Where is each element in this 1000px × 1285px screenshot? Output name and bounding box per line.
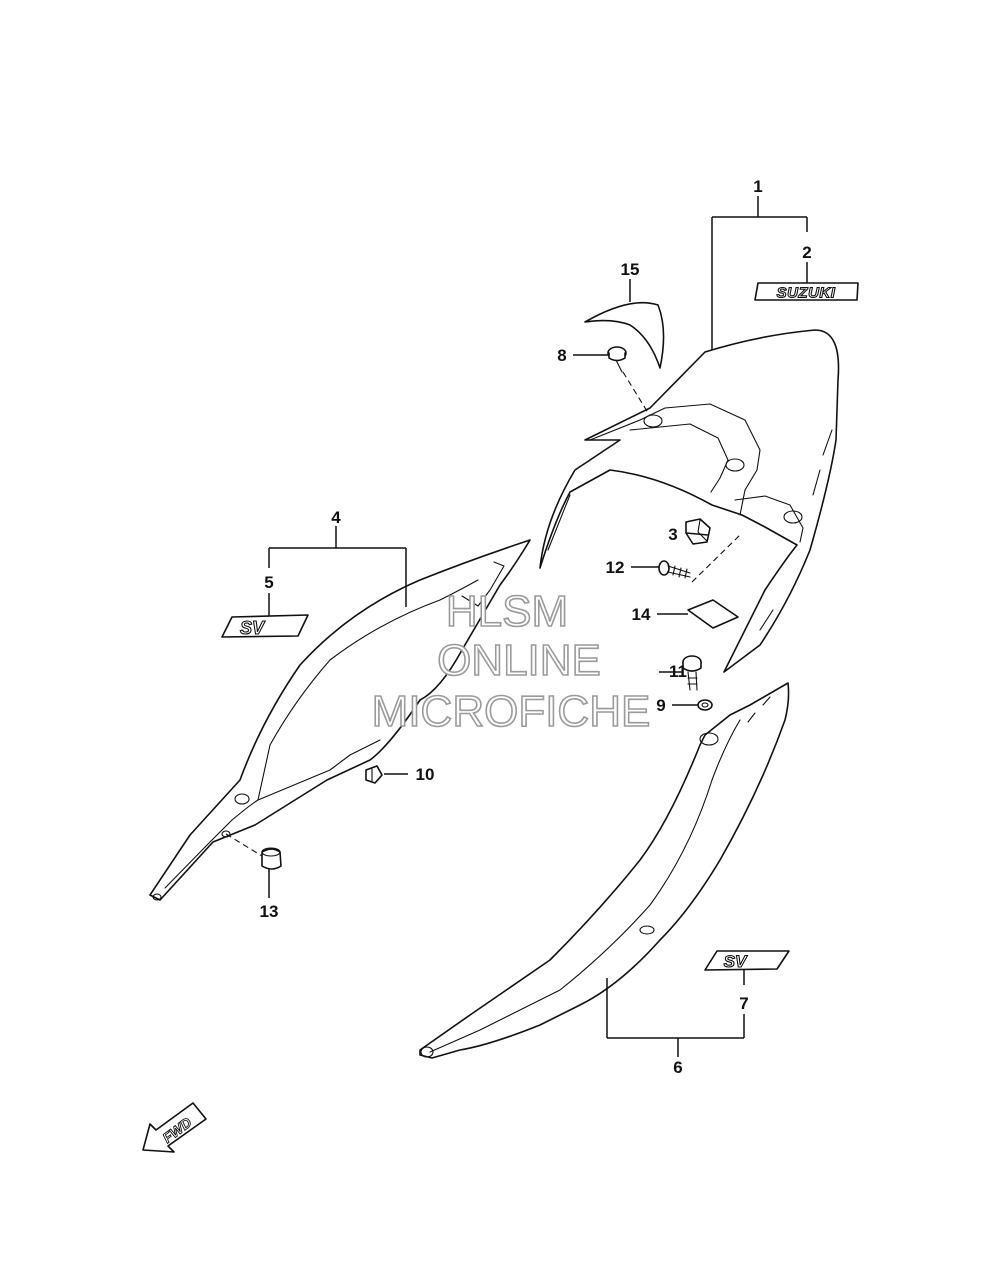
callout-numbers: 1 2 15 8 3 12 14 11 9 4 5 10 13 7 6 (260, 177, 812, 1077)
sv-badge-left-text: SV (240, 618, 266, 638)
leader-lines (268, 196, 808, 1057)
frame-cover-left[interactable] (149, 539, 531, 901)
cushion-3[interactable] (685, 518, 711, 545)
seat-tail-cover[interactable] (539, 329, 840, 673)
watermark-line-2: ONLINE (437, 636, 601, 685)
watermark-line-1: HLSM (446, 587, 568, 636)
fwd-arrow-icon (142, 1102, 207, 1153)
callout-1: 1 (753, 177, 762, 196)
pad-14[interactable] (687, 599, 739, 629)
cap-13[interactable] (261, 847, 282, 870)
sv-badge-right[interactable]: SV (704, 950, 790, 972)
callout-8: 8 (557, 346, 566, 365)
screw-12[interactable] (658, 560, 691, 579)
callout-14: 14 (632, 605, 651, 624)
callout-7: 7 (739, 994, 748, 1013)
frame-cover-right[interactable] (419, 682, 790, 1059)
fwd-arrow: FWD (142, 1102, 207, 1153)
cap-13-guide (225, 833, 263, 857)
sv-badge-left[interactable]: SV (221, 614, 309, 639)
callout-9: 9 (656, 696, 665, 715)
callout-12: 12 (606, 558, 625, 577)
callout-6: 6 (673, 1058, 682, 1077)
watermark: HLSM ONLINE MICROFICHE (371, 586, 651, 737)
clip-10[interactable] (365, 765, 383, 784)
callout-3: 3 (668, 525, 677, 544)
callout-10: 10 (416, 765, 435, 784)
bolt-11[interactable] (682, 655, 702, 691)
callout-4: 4 (331, 508, 341, 527)
callout-15: 15 (621, 260, 640, 279)
sv-badge-right-text: SV (724, 952, 748, 971)
nut-9[interactable] (697, 699, 713, 711)
bolt-8[interactable] (607, 346, 627, 373)
callout-13: 13 (260, 902, 279, 921)
callout-5: 5 (264, 573, 273, 592)
screw-12-guide (691, 534, 741, 583)
suzuki-emblem-text: SUZUKI (777, 285, 836, 302)
callout-11: 11 (669, 662, 687, 681)
watermark-line-3: MICROFICHE (372, 687, 651, 736)
seat-pad-cushion[interactable] (584, 301, 665, 369)
suzuki-emblem[interactable]: SUZUKI (754, 282, 859, 302)
bolt-8-guide (622, 371, 651, 417)
callout-2: 2 (802, 243, 811, 262)
